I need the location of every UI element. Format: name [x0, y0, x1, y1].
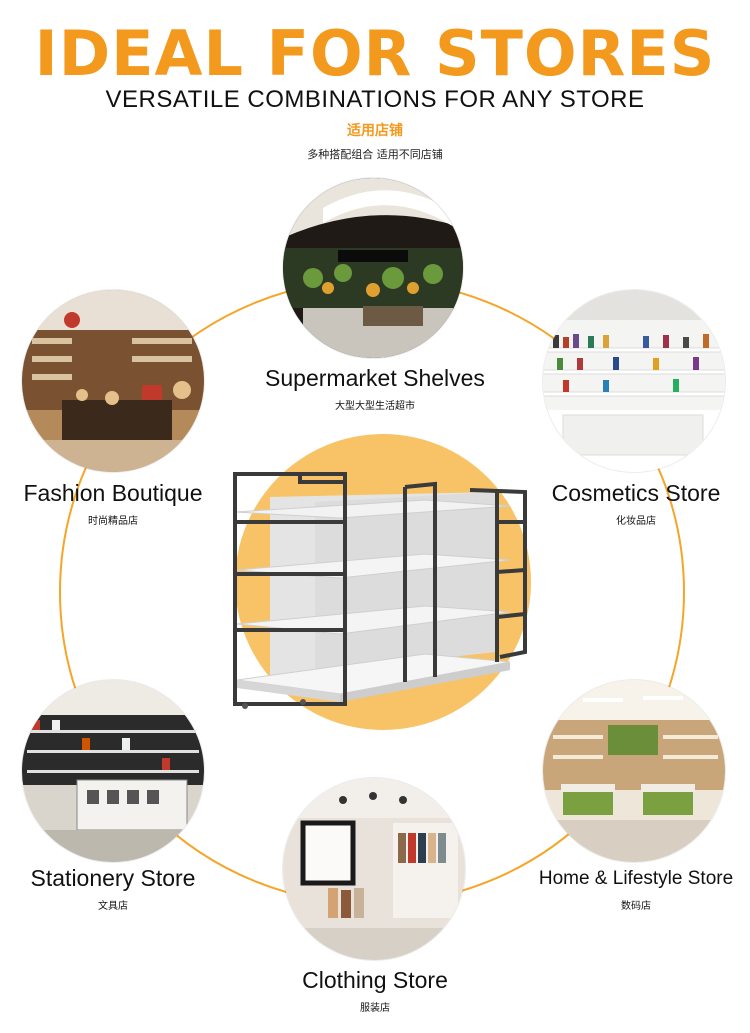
page-subtitle-cn: 多种搭配组合 适用不同店铺 [307, 148, 443, 161]
store-label-cn-fashion: 时尚精品店 [88, 516, 138, 527]
supermarket-photo [283, 178, 463, 358]
store-label-cosmetics: Cosmetics Store [551, 480, 721, 506]
store-label-cn-supermarket: 大型大型生活超市 [335, 401, 415, 412]
page-title-cn: 适用店铺 [347, 123, 403, 139]
fashion-boutique-photo [22, 290, 204, 472]
store-label-clothing: Clothing Store [302, 967, 448, 993]
store-label-stationery: Stationery Store [30, 865, 196, 891]
page-subtitle: VERSATILE COMBINATIONS FOR ANY STORE [105, 86, 645, 113]
store-label-cn-clothing: 服装店 [360, 1003, 390, 1014]
store-label-supermarket: Supermarket Shelves [265, 365, 485, 391]
display-shelf-icon [233, 472, 527, 709]
stationery-store-photo [22, 680, 204, 862]
cosmetics-store-photo [543, 290, 725, 472]
store-label-cn-home: 数码店 [621, 901, 651, 912]
store-label-home: Home & Lifestyle Store [538, 868, 734, 889]
store-label-fashion: Fashion Boutique [23, 480, 203, 506]
home-lifestyle-photo [543, 680, 725, 862]
store-label-cn-stationery: 文具店 [98, 901, 128, 912]
clothing-store-photo [283, 778, 465, 960]
page-title: IDEAL FOR STORES [34, 17, 716, 90]
store-label-cn-cosmetics: 化妆品店 [616, 516, 656, 527]
